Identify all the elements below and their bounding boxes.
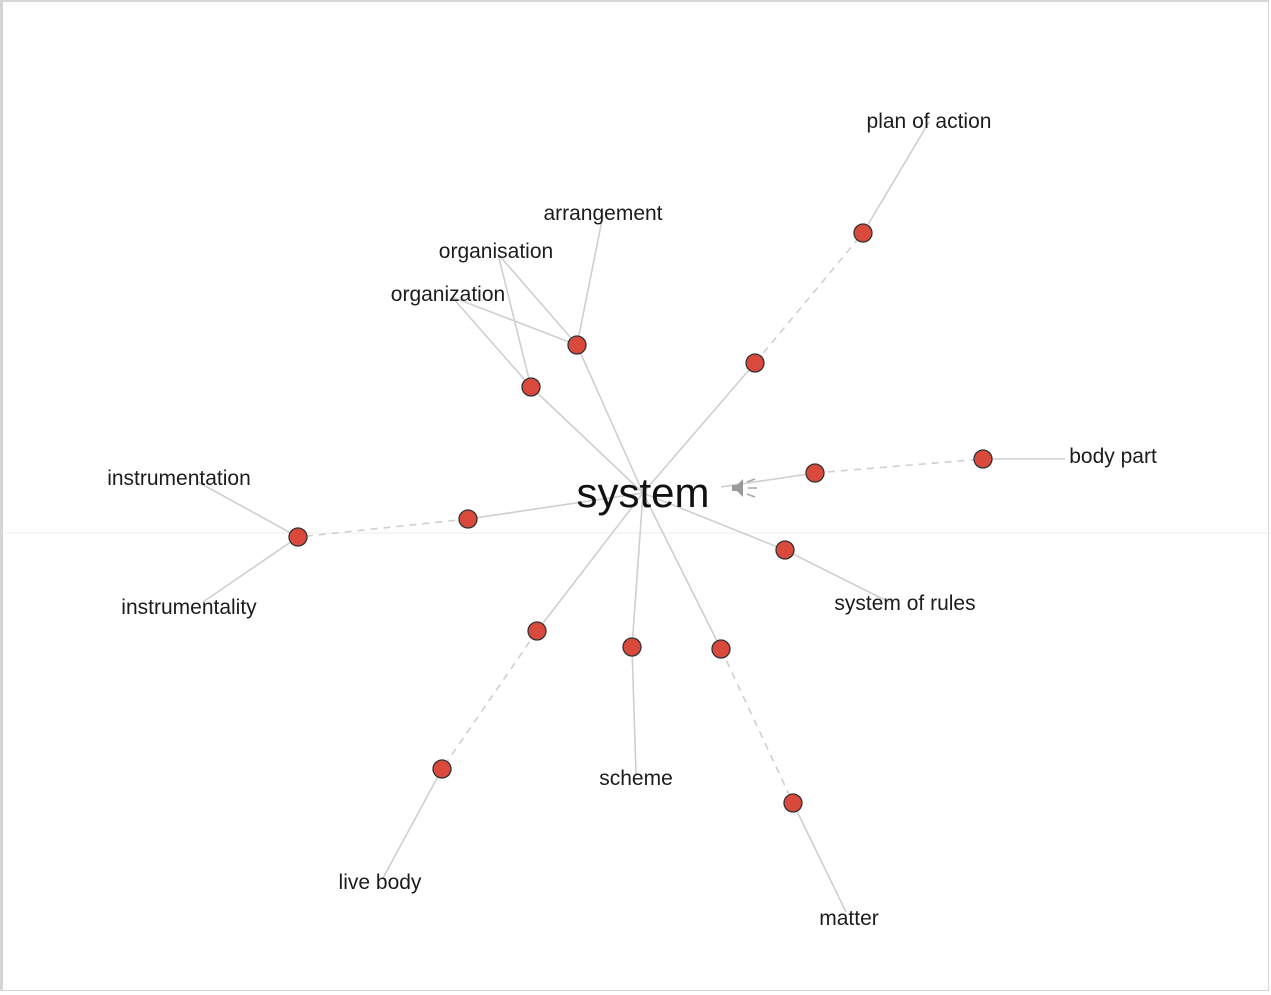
node-matter-synset[interactable] (783, 793, 803, 813)
edge-plan-label (862, 121, 930, 234)
edge-body-dashed (814, 458, 984, 474)
edge-center-scheme-node (631, 492, 644, 648)
edge-center-organization-node (530, 386, 644, 494)
center-word[interactable]: system (576, 469, 709, 516)
node-scheme-sense[interactable] (622, 637, 642, 657)
node-plan-of-action-synset[interactable] (853, 223, 873, 243)
edge-organisation-label-b (497, 253, 532, 388)
label-live-body[interactable]: live body (339, 871, 422, 894)
edge-instrument-dashed (297, 518, 469, 538)
edge-center-instrument-node (467, 492, 644, 520)
edge-center-plan-node (642, 362, 756, 494)
node-plan-sense[interactable] (745, 353, 765, 373)
edge-instrumentality-label (202, 536, 299, 603)
edges (197, 121, 1065, 913)
edge-center-arrangement-node (576, 344, 644, 494)
label-system-of-rules[interactable]: system of rules (834, 592, 975, 615)
label-organisation[interactable]: organisation (439, 240, 553, 263)
node-instrumentality-synset[interactable] (288, 527, 308, 547)
label-body-part[interactable]: body part (1069, 445, 1157, 468)
edge-matter-dashed (720, 648, 794, 804)
edge-center-body-node (720, 472, 816, 488)
edge-plan-dashed (754, 232, 864, 364)
edge-center-matter-node (642, 492, 722, 650)
word-graph: system plan of action arrangement organi… (6, 110, 1271, 930)
edge-live-body-dashed (441, 630, 538, 770)
label-instrumentality[interactable]: instrumentality (121, 596, 257, 619)
node-rules-sense[interactable] (775, 540, 795, 560)
label-plan-of-action[interactable]: plan of action (867, 110, 992, 133)
edge-scheme-label (631, 646, 637, 775)
edge-rules-label (784, 549, 890, 603)
node-live-body-sense[interactable] (527, 621, 547, 641)
nodes (288, 223, 993, 813)
label-matter[interactable]: matter (819, 907, 879, 930)
edge-instrumentation-label (197, 481, 299, 538)
node-arrangement-sense[interactable] (567, 335, 587, 355)
labels: system plan of action arrangement organi… (107, 110, 1157, 930)
edge-organization-label-b (451, 296, 532, 388)
edge-organisation-label-a (497, 253, 578, 346)
node-live-body-synset[interactable] (432, 759, 452, 779)
node-body-part-synset[interactable] (973, 449, 993, 469)
speaker-icon[interactable] (732, 478, 757, 498)
edge-center-body-sense-node (536, 492, 644, 632)
node-organization-sense[interactable] (521, 377, 541, 397)
label-organization[interactable]: organization (391, 283, 505, 306)
node-body-sense[interactable] (805, 463, 825, 483)
edge-live-body-label (382, 768, 443, 879)
label-arrangement[interactable]: arrangement (543, 202, 662, 225)
edge-center-rules-node (642, 492, 786, 551)
edge-arrangement-label (576, 214, 604, 346)
label-scheme[interactable]: scheme (599, 767, 673, 790)
node-instrument-sense[interactable] (458, 509, 478, 529)
edge-matter-label (792, 802, 847, 913)
label-instrumentation[interactable]: instrumentation (107, 467, 251, 490)
node-matter-sense[interactable] (711, 639, 731, 659)
